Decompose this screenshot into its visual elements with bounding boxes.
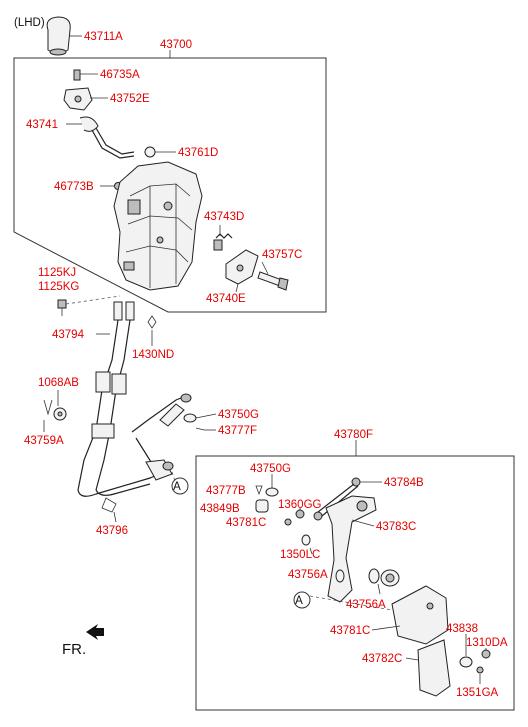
part-label-43756A-left: 43756A — [288, 569, 328, 581]
part-label-46735A: 46735A — [100, 69, 140, 81]
front-direction-arrow-icon — [86, 624, 104, 640]
part-label-43794: 43794 — [52, 329, 85, 341]
part-label-43756A-right: 43756A — [346, 599, 386, 611]
shift-knob — [46, 16, 82, 56]
part-label-43700: 43700 — [160, 39, 192, 51]
part-label-1430ND: 1430ND — [132, 349, 174, 361]
callout-a-left — [171, 477, 189, 495]
part-label-43740E: 43740E — [206, 293, 246, 305]
part-label-43782C: 43782C — [362, 653, 402, 665]
part-label-43781C-upper: 43781C — [226, 517, 266, 529]
part-label-1125KG: 1125KG — [38, 281, 79, 293]
part-label-43784B: 43784B — [384, 477, 424, 489]
part-label-43849B: 43849B — [200, 503, 240, 515]
variant-label: (LHD) — [14, 17, 45, 29]
part-label-43796: 43796 — [96, 525, 128, 537]
part-label-43777B: 43777B — [206, 485, 246, 497]
cable-assembly — [43, 295, 217, 523]
callout-a-lower-letter: A — [295, 595, 303, 607]
part-label-43750G-upper: 43750G — [218, 409, 259, 421]
callout-a-left-letter: A — [173, 481, 181, 493]
part-label-43781C-lower: 43781C — [330, 625, 370, 637]
part-label-43757C: 43757C — [262, 249, 302, 261]
upper-assembly-frame — [13, 50, 327, 313]
part-label-43783C: 43783C — [376, 521, 416, 533]
front-direction-label: FR. — [62, 641, 86, 658]
part-label-43838: 43838 — [446, 623, 478, 635]
upper-right-parts — [213, 225, 289, 293]
part-label-1351GA: 1351GA — [456, 687, 499, 699]
callout-a-lower — [293, 591, 311, 609]
part-label-43759A: 43759A — [24, 435, 64, 447]
part-label-1310DA: 1310DA — [466, 637, 508, 649]
part-label-43743D: 43743D — [204, 211, 244, 223]
part-label-43777F: 43777F — [218, 425, 257, 437]
part-label-1360GG: 1360GG — [278, 499, 322, 511]
part-label-1350LC: 1350LC — [280, 549, 320, 561]
shifter-housing — [113, 161, 203, 291]
part-label-43780F: 43780F — [334, 429, 373, 441]
part-label-1125KJ: 1125KJ — [38, 267, 76, 279]
part-label-43741: 43741 — [26, 119, 58, 131]
part-label-43711A: 43711A — [84, 31, 123, 43]
lower-assembly-frame — [195, 440, 515, 711]
part-label-43750G-lower: 43750G — [250, 463, 291, 475]
part-label-46773B: 46773B — [54, 181, 94, 193]
part-label-1068AB: 1068AB — [38, 377, 79, 389]
lower-parts — [255, 474, 491, 697]
part-label-43752E: 43752E — [110, 93, 150, 105]
part-label-43761D: 43761D — [178, 147, 218, 159]
